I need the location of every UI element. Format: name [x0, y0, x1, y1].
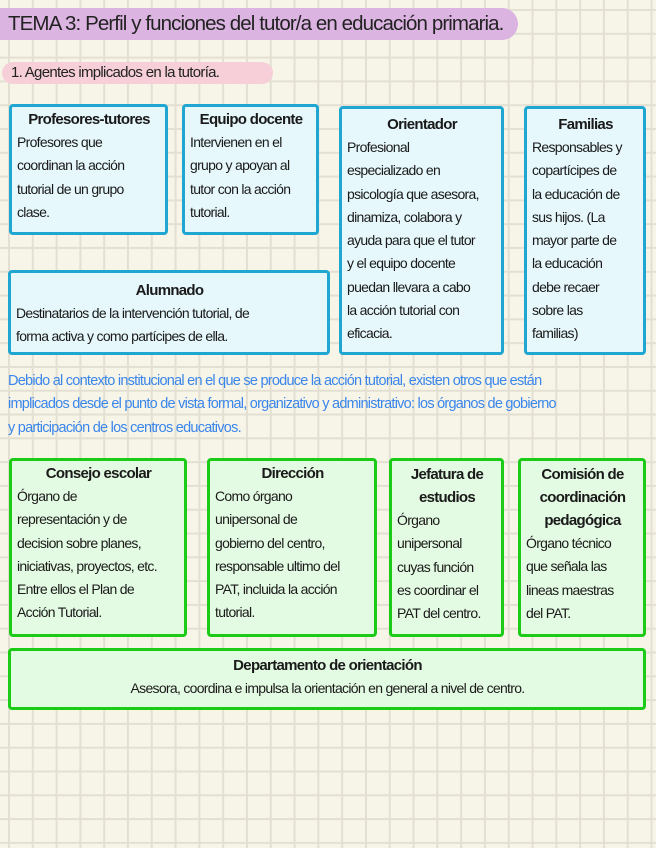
- card-direccion: Dirección Como órgano unipersonal de gob…: [207, 458, 377, 637]
- card-title: Comisión de coordinación pedagógica: [539, 466, 626, 529]
- card-body: Órgano de representación y de decision s…: [17, 488, 158, 621]
- card-jefatura-estudios: Jefatura de estudios Órgano unipersonal …: [389, 458, 504, 637]
- card-title: Profesores-tutores: [28, 111, 150, 128]
- card-body: Órgano técnico que señala las lineas mae…: [526, 535, 614, 621]
- card-title: Dirección: [261, 465, 324, 482]
- card-body: Profesional especializado en psicología …: [347, 139, 479, 342]
- card-title: Equipo docente: [199, 111, 303, 128]
- card-title: Orientador: [387, 116, 457, 133]
- card-title: Jefatura de estudios: [410, 466, 484, 506]
- card-body: Profesores que coordinan la acción tutor…: [17, 134, 125, 220]
- card-body: Asesora, coordina e impulsa la orientaci…: [130, 680, 526, 696]
- page-title: TEMA 3: Perfil y funciones del tutor/a e…: [0, 8, 518, 40]
- card-comision-coordinacion: Comisión de coordinación pedagógica Órga…: [518, 458, 646, 637]
- card-title: Departamento de orientación: [233, 657, 422, 674]
- card-title: Familias: [558, 116, 613, 133]
- card-body: Responsables y copartícipes de la educac…: [532, 139, 623, 342]
- section-heading: 1. Agentes implicados en la tutoría.: [2, 62, 273, 84]
- card-body: Como órgano unipersonal de gobierno del …: [215, 488, 340, 621]
- card-departamento-orientacion: Departamento de orientación Asesora, coo…: [8, 648, 646, 710]
- card-equipo-docente: Equipo docente Intervienen en el grupo y…: [182, 104, 319, 235]
- card-consejo-escolar: Consejo escolar Órgano de representación…: [9, 458, 187, 637]
- card-body: Destinatarios de la intervención tutoria…: [16, 305, 250, 345]
- card-title: Consejo escolar: [45, 465, 152, 482]
- card-familias: Familias Responsables y copartícipes de …: [524, 106, 646, 355]
- context-note: Debido al contexto institucional en el q…: [8, 373, 557, 436]
- card-orientador: Orientador Profesional especializado en …: [339, 106, 504, 355]
- card-profesores-tutores: Profesores-tutores Profesores que coordi…: [9, 104, 168, 235]
- card-alumnado: Alumnado Destinatarios de la intervenció…: [8, 270, 330, 355]
- card-body: Órgano unipersonal cuyas función es coor…: [397, 512, 481, 622]
- card-title: Alumnado: [135, 282, 204, 299]
- card-body: Intervienen en el grupo y apoyan al tuto…: [190, 134, 291, 220]
